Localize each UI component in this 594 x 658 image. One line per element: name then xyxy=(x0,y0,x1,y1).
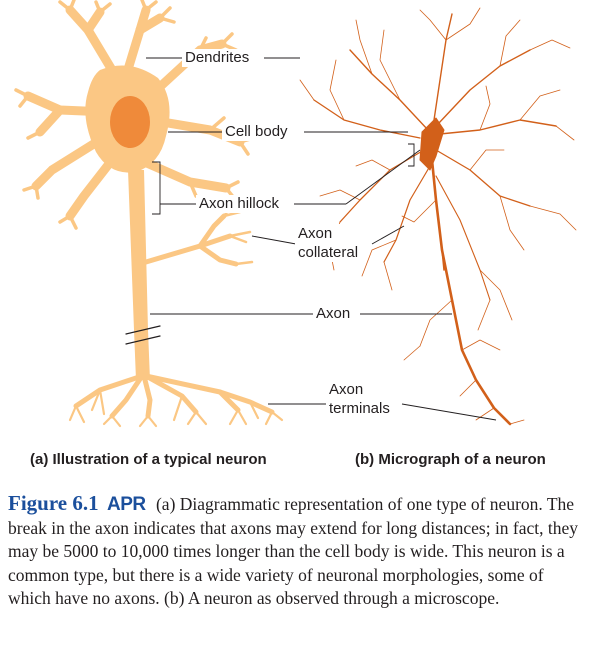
figure-caption: Figure 6.1 APR (a) Diagrammatic represen… xyxy=(8,491,588,611)
figure-number: Figure 6.1 xyxy=(8,491,99,515)
label-axon-collateral: Axon collateral xyxy=(295,224,362,262)
label-axon-hillock: Axon hillock xyxy=(196,195,283,213)
leader-lines xyxy=(146,57,497,421)
nucleus xyxy=(110,96,150,148)
micrograph-neuron xyxy=(299,7,577,426)
label-axon: Axon xyxy=(313,305,354,323)
subcaption-a: (a) Illustration of a typical neuron xyxy=(30,451,267,468)
caption-text: (a) Diagrammatic representation of one t… xyxy=(8,494,579,608)
label-axon-terminals: Axon terminals xyxy=(326,380,393,418)
apr-badge: APR xyxy=(106,494,146,515)
label-dendrites: Dendrites xyxy=(182,49,253,67)
label-cell-body: Cell body xyxy=(222,123,291,141)
subcaption-b: (b) Micrograph of a neuron xyxy=(355,451,546,468)
